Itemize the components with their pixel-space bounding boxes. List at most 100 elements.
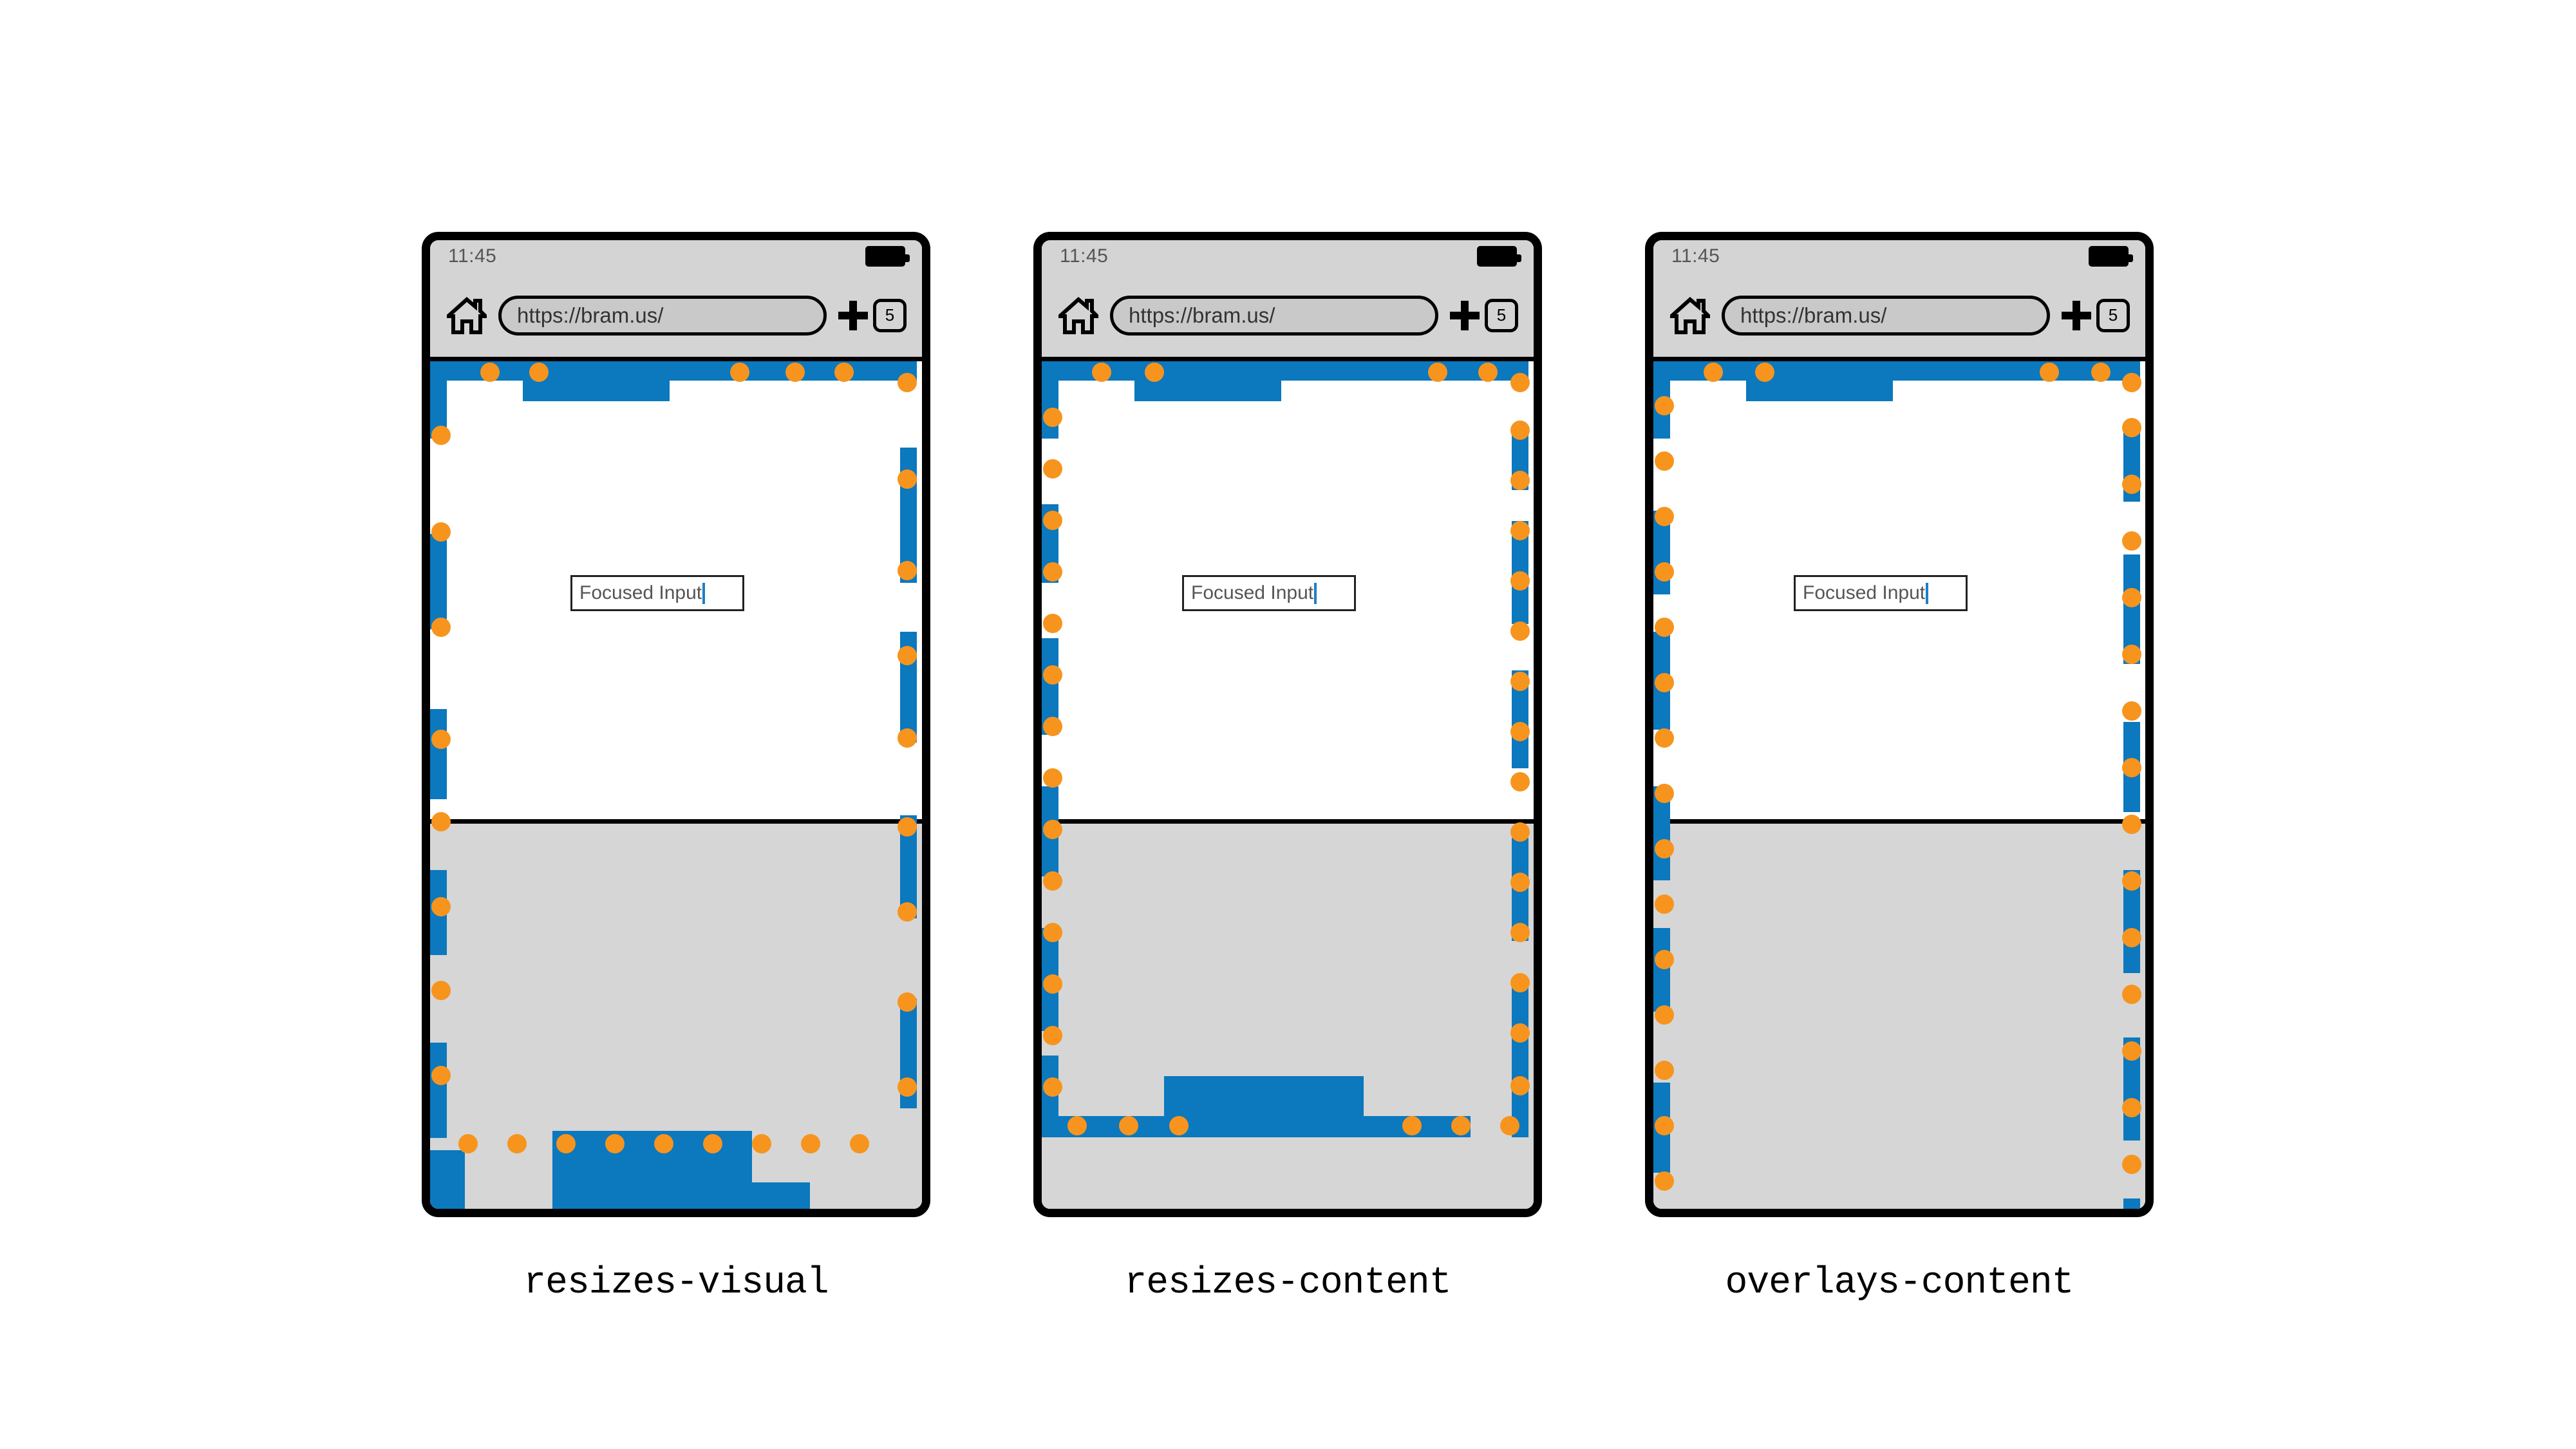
clock-label: 11:45 (1060, 245, 1109, 267)
layout-marker-dot (1043, 614, 1062, 633)
layout-marker-dot (2122, 1211, 2141, 1217)
url-bar[interactable]: https://bram.us/ (1722, 295, 2050, 336)
focused-input-value: Focused Input (579, 582, 702, 603)
browser-toolbar: https://bram.us/ 5 (1653, 274, 2145, 357)
tab-count-button[interactable]: 5 (1485, 298, 1518, 332)
viewport-marker-left-5 (430, 1043, 447, 1138)
layout-marker-dot (480, 363, 500, 382)
layout-marker-dot (1043, 1026, 1062, 1045)
layout-marker-dot (2122, 985, 2141, 1004)
focused-input-field[interactable]: Focused Input (1182, 575, 1356, 611)
layout-marker-dot (2122, 928, 2141, 947)
browser-chrome: 11:45 https://bram.us/ 5 (1042, 240, 1534, 361)
layout-marker-dot (1478, 363, 1498, 382)
url-bar[interactable]: https://bram.us/ (498, 295, 827, 336)
url-bar[interactable]: https://bram.us/ (1110, 295, 1438, 336)
focused-input-field[interactable]: Focused Input (1794, 575, 1968, 611)
layout-marker-dot (1655, 1005, 1674, 1025)
layout-marker-dot (431, 1066, 451, 1085)
layout-marker-dot (1655, 1116, 1674, 1135)
layout-marker-dot (1043, 1077, 1062, 1097)
phone-screen: Focused Input (1653, 361, 2145, 1209)
layout-marker-dot (898, 817, 917, 837)
layout-marker-dot (431, 522, 451, 542)
virtual-keyboard[interactable] (1653, 819, 2145, 1209)
layout-marker-dot (1043, 459, 1062, 478)
focused-input-field[interactable]: Focused Input (570, 575, 744, 611)
layout-marker-dot (1510, 672, 1530, 691)
text-caret (1314, 582, 1317, 604)
home-icon[interactable] (1055, 296, 1102, 334)
plus-icon[interactable] (2062, 300, 2091, 330)
layout-marker-dot (2122, 758, 2141, 777)
layout-marker-dot (1655, 950, 1674, 969)
layout-marker-dot (1043, 820, 1062, 839)
layout-marker-dot (431, 981, 451, 1000)
url-text: https://bram.us/ (517, 303, 664, 327)
home-icon[interactable] (443, 296, 491, 334)
layout-marker-dot (1655, 895, 1674, 914)
plus-icon[interactable] (1450, 300, 1480, 330)
text-caret (702, 582, 706, 604)
layout-marker-dot (1402, 1116, 1422, 1135)
layout-marker-dot (2122, 1155, 2141, 1174)
viewport-marker-left-5 (1653, 928, 1670, 1012)
viewport-marker-left-1 (1042, 361, 1058, 439)
layout-marker-dot (458, 1134, 478, 1153)
layout-marker-dot (1092, 363, 1111, 382)
layout-marker-dot (1510, 973, 1530, 992)
layout-marker-dot (431, 730, 451, 749)
layout-marker-dot (2122, 815, 2141, 834)
layout-marker-dot (752, 1134, 771, 1153)
layout-marker-dot (1655, 562, 1674, 582)
layout-marker-dot (2122, 871, 2141, 891)
tab-count-button[interactable]: 5 (873, 298, 907, 332)
caption-resizes-content: resizes-content (1124, 1262, 1451, 1304)
layout-marker-dot (1510, 772, 1530, 791)
viewport-marker-bottom-step (707, 1182, 810, 1209)
viewport-marker-left-2 (430, 534, 447, 629)
home-icon[interactable] (1666, 296, 1714, 334)
url-text: https://bram.us/ (1129, 303, 1275, 327)
plus-icon[interactable] (838, 300, 868, 330)
layout-marker-dot (2122, 701, 2141, 721)
layout-marker-dot (850, 1134, 869, 1153)
layout-marker-dot (1510, 1076, 1530, 1095)
layout-marker-dot (1655, 396, 1674, 415)
phone-mockup-overlays-content: 11:45 https://bram.us/ 5 (1645, 232, 2154, 1217)
layout-marker-dot (1043, 768, 1062, 788)
layout-marker-dot (1510, 471, 1530, 490)
layout-marker-dot (431, 426, 451, 445)
layout-marker-dot (1043, 717, 1062, 736)
layout-marker-dot (431, 618, 451, 637)
layout-marker-dot (507, 1134, 527, 1153)
layout-marker-dot (1510, 621, 1530, 641)
viewport-marker-right-5 (1512, 980, 1528, 1137)
layout-marker-dot (1655, 1171, 1674, 1191)
tab-count-button[interactable]: 5 (2096, 298, 2130, 332)
layout-marker-dot (898, 728, 917, 748)
layout-marker-dot (1655, 1061, 1674, 1080)
focused-input-value: Focused Input (1803, 582, 1926, 603)
virtual-keyboard[interactable] (1042, 819, 1534, 1209)
viewport-marker-bottom-notch (1164, 1076, 1364, 1137)
viewport-marker-top (1664, 361, 2140, 381)
layout-marker-dot (898, 373, 917, 392)
layout-marker-dot (431, 812, 451, 831)
browser-chrome: 11:45 https://bram.us/ 5 (430, 240, 922, 361)
layout-marker-dot (801, 1134, 820, 1153)
layout-marker-dot (1510, 722, 1530, 741)
layout-marker-dot (898, 469, 917, 489)
layout-marker-dot (1043, 871, 1062, 891)
caption-resizes-visual: resizes-visual (523, 1262, 829, 1304)
layout-marker-dot (556, 1134, 576, 1153)
browser-chrome: 11:45 https://bram.us/ 5 (1653, 240, 2145, 361)
focused-input-value: Focused Input (1191, 582, 1314, 603)
layout-marker-dot (898, 561, 917, 580)
layout-marker-dot (2040, 363, 2059, 382)
layout-marker-dot (1510, 873, 1530, 892)
text-caret (1926, 582, 1929, 604)
layout-marker-dot (1510, 373, 1530, 392)
battery-icon (2089, 246, 2133, 267)
layout-marker-dot (654, 1134, 673, 1153)
